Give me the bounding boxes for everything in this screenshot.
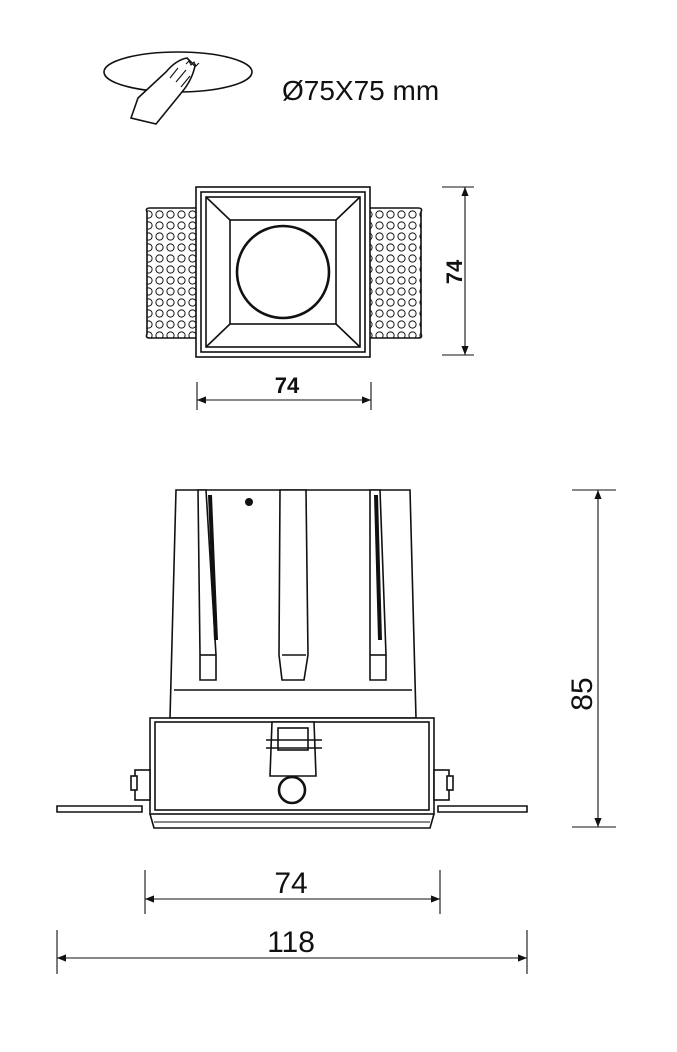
side-view-overall-width-dimension: 118 (56, 926, 528, 974)
left-perforated-wing (145, 207, 199, 339)
side-view-body-width-dimension: 74 (144, 867, 441, 914)
side-body-width-label: 74 (274, 867, 307, 900)
cutout-size-label: Ø75X75 mm (282, 75, 439, 106)
center-fin (278, 489, 309, 681)
adjust-knob (277, 775, 307, 805)
side-overall-width-label: 118 (267, 926, 315, 959)
side-view-height-dimension: 85 (566, 489, 616, 828)
top-view (145, 186, 423, 358)
top-view-height-dimension: 74 (442, 186, 474, 356)
top-view-width-dimension: 74 (196, 373, 372, 410)
side-view (56, 489, 528, 829)
lens-circle (235, 224, 331, 320)
adjust-bracket (269, 721, 317, 777)
top-width-label: 74 (275, 373, 300, 398)
top-height-label: 74 (442, 259, 467, 284)
right-perforated-wing (367, 207, 423, 339)
side-height-label: 85 (566, 677, 599, 710)
screw-dot (245, 498, 253, 506)
cutout-saw-icon (103, 51, 253, 125)
